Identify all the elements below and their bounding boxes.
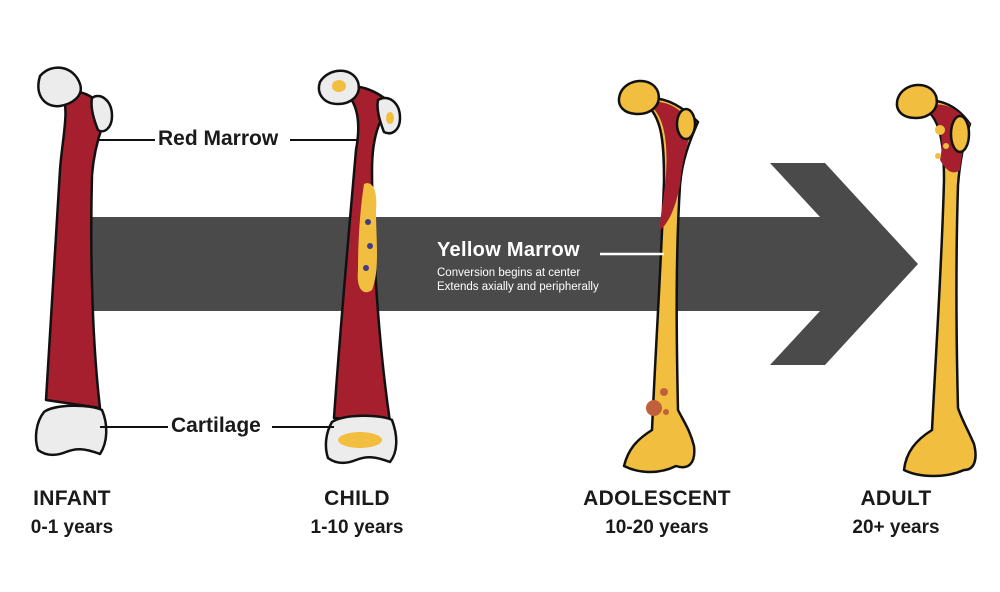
stage-adolescent-age: 10-20 years [605,517,709,538]
child-vessel-dot-3 [363,265,369,271]
stage-infant-age: 0-1 years [30,517,114,538]
child-vessel-dot-1 [365,219,371,225]
infant-distal-cartilage [34,404,108,456]
adolescent-red-spot-1 [646,400,662,416]
stage-adult-name: ADULT [860,487,932,510]
child-distal-ossification [338,432,382,448]
stage-infant-name: INFANT [33,487,111,510]
yellow-marrow-note-1: Conversion begins at center [437,267,581,279]
stage-adult-age: 20+ years [852,517,940,538]
adult-yellow-spot-1 [935,125,945,135]
adolescent-trochanter [675,107,697,141]
stage-infant: INFANT 0-1 years [0,487,172,539]
yellow-marrow-note-2: Extends axially and peripherally [437,281,599,293]
adult-femur [895,83,977,478]
progression-arrow [92,163,918,365]
red-marrow-label: Red Marrow [155,128,282,150]
stage-child: CHILD 1-10 years [257,487,457,539]
child-vessel-dot-2 [367,243,373,249]
child-femur [317,69,402,464]
stage-adolescent-name: ADOLESCENT [583,487,731,510]
child-head-ossification [332,80,346,92]
adolescent-femur [617,79,700,474]
stage-adult: ADULT 20+ years [796,487,996,539]
stage-child-age: 1-10 years [310,517,404,538]
adolescent-red-spot-3 [663,409,669,415]
adult-yellow-spot-2 [943,143,949,149]
adult-yellow-spot-3 [935,153,941,159]
stage-adolescent: ADOLESCENT 10-20 years [557,487,757,539]
yellow-marrow-callout: Yellow Marrow Conversion begins at cente… [437,239,599,294]
infant-femoral-head [37,66,83,108]
child-trochanter-ossification [386,112,394,124]
adolescent-red-spot-2 [660,388,668,396]
adult-trochanter [949,114,971,154]
infant-femur [34,66,114,456]
cartilage-label: Cartilage [168,415,264,437]
adolescent-femoral-head [617,79,661,116]
stage-child-name: CHILD [324,487,390,510]
adolescent-bone-shaft [622,97,700,474]
child-yellow-core [357,183,377,293]
infant-trochanter [90,94,114,133]
adult-femoral-head [895,83,939,120]
yellow-marrow-label: Yellow Marrow [437,239,580,261]
